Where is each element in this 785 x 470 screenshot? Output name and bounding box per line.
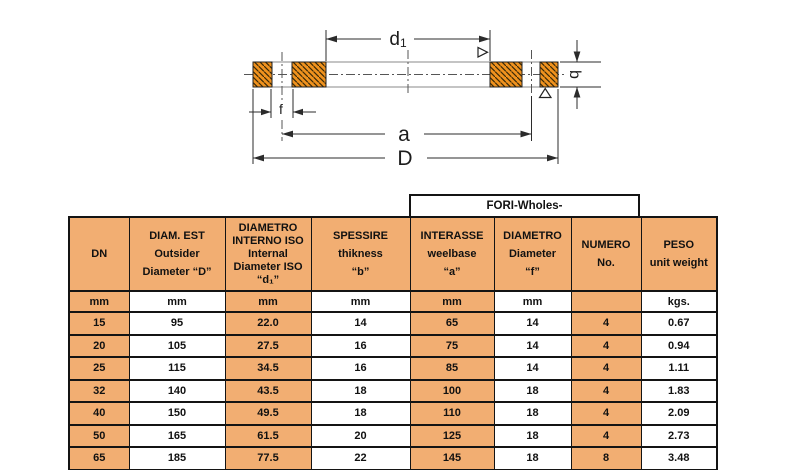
cell-internal-diameter: 22.0 (224, 311, 312, 336)
cell-hole-diameter: 18 (493, 401, 572, 426)
cell-wheelbase: 85 (409, 356, 495, 381)
cell-unit-weight: 2.09 (640, 401, 718, 426)
cell-wheelbase: 125 (409, 423, 495, 448)
unit-cell-wheelbase: mm (409, 290, 495, 313)
cell-outside-diameter: 150 (128, 401, 226, 426)
cell-dn: 32 (68, 378, 130, 403)
weld-symbol-right-icon (477, 46, 489, 58)
cell-thickness: 18 (310, 378, 411, 403)
cell-unit-weight: 1.11 (640, 356, 718, 381)
cell-holes-number: 4 (570, 356, 642, 381)
cell-thickness: 18 (310, 401, 411, 426)
cell-wheelbase: 65 (409, 311, 495, 336)
cell-outside-diameter: 165 (128, 423, 226, 448)
fori-holes-group-header: FORI-Wholes- (409, 194, 640, 218)
cell-wheelbase: 110 (409, 401, 495, 426)
cell-unit-weight: 1.83 (640, 378, 718, 403)
cell-dn: 65 (68, 446, 130, 470)
cell-thickness: 14 (310, 311, 411, 336)
cell-hole-diameter: 18 (493, 423, 572, 448)
flange-sections (252, 61, 559, 88)
cell-wheelbase: 75 (409, 333, 495, 358)
cell-unit-weight: 3.48 (640, 446, 718, 470)
cell-hole-diameter: 18 (493, 446, 572, 470)
cell-internal-diameter: 43.5 (224, 378, 312, 403)
cell-holes-number: 4 (570, 311, 642, 336)
dimension-b (560, 40, 601, 109)
cell-dn: 40 (68, 401, 130, 426)
dim-label-d1: d1 (389, 29, 407, 50)
dimension-f (249, 89, 316, 118)
dimension-a (282, 96, 532, 141)
weld-symbol-up-icon (538, 87, 553, 99)
cell-holes-number: 4 (570, 401, 642, 426)
cell-hole-diameter: 18 (493, 378, 572, 403)
dim-label-b: b (566, 70, 583, 79)
cell-internal-diameter: 77.5 (224, 446, 312, 470)
cell-dn: 50 (68, 423, 130, 448)
cell-wheelbase: 100 (409, 378, 495, 403)
cell-outside-diameter: 95 (128, 311, 226, 336)
cell-unit-weight: 0.67 (640, 311, 718, 336)
cell-thickness: 22 (310, 446, 411, 470)
cell-internal-diameter: 27.5 (224, 333, 312, 358)
cell-holes-number: 4 (570, 378, 642, 403)
cell-outside-diameter: 115 (128, 356, 226, 381)
cell-unit-weight: 0.94 (640, 333, 718, 358)
column-header-dn: DN (68, 216, 130, 292)
cell-thickness: 16 (310, 333, 411, 358)
dimension-D (252, 89, 559, 164)
dim-label-a: a (398, 123, 410, 146)
cell-internal-diameter: 34.5 (224, 356, 312, 381)
cell-hole-diameter: 14 (493, 356, 572, 381)
cell-internal-diameter: 49.5 (224, 401, 312, 426)
dim-label-D: D (397, 147, 412, 170)
cell-outside-diameter: 140 (128, 378, 226, 403)
cell-unit-weight: 2.73 (640, 423, 718, 448)
unit-cell-internal-diameter: mm (224, 290, 312, 313)
cell-dn: 15 (68, 311, 130, 336)
unit-cell-unit-weight: kgs. (640, 290, 718, 313)
cell-dn: 20 (68, 333, 130, 358)
cell-outside-diameter: 105 (128, 333, 226, 358)
cell-holes-number: 4 (570, 423, 642, 448)
cell-hole-diameter: 14 (493, 311, 572, 336)
unit-cell-outside-diameter: mm (128, 290, 226, 313)
cell-dn: 25 (68, 356, 130, 381)
unit-cell-dn: mm (68, 290, 130, 313)
flange-drawing: d1 b f (244, 29, 601, 170)
unit-cell-holes-number (570, 290, 642, 313)
dimension-d1 (325, 30, 491, 61)
cell-hole-diameter: 14 (493, 333, 572, 358)
cell-internal-diameter: 61.5 (224, 423, 312, 448)
unit-cell-thickness: mm (310, 290, 411, 313)
dim-label-f: f (279, 101, 283, 117)
cell-holes-number: 8 (570, 446, 642, 470)
cell-outside-diameter: 185 (128, 446, 226, 470)
f-label-mask (275, 102, 288, 117)
cell-thickness: 20 (310, 423, 411, 448)
cell-wheelbase: 145 (409, 446, 495, 470)
cell-holes-number: 4 (570, 333, 642, 358)
cell-thickness: 16 (310, 356, 411, 381)
unit-cell-hole-diameter: mm (493, 290, 572, 313)
